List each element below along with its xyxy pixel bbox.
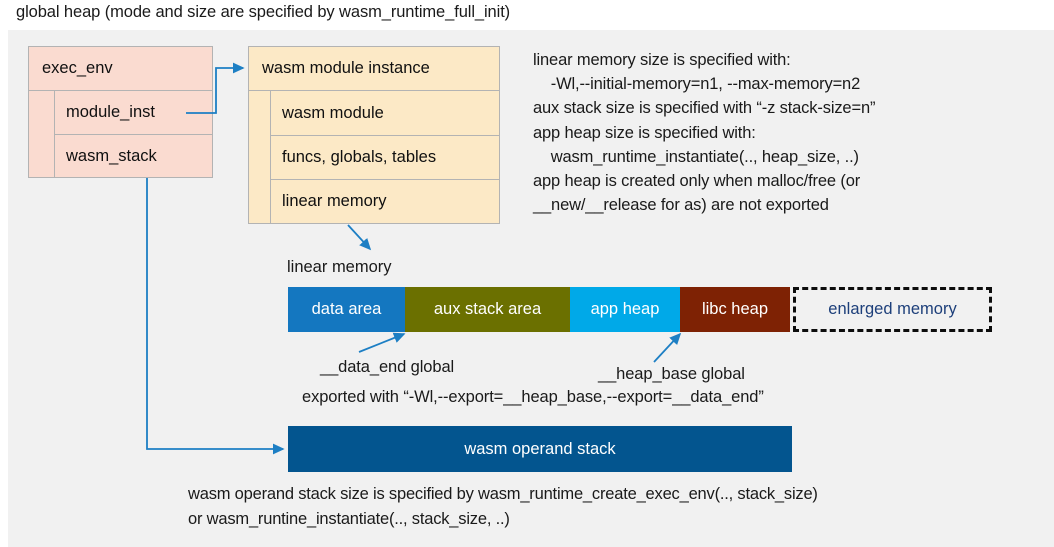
exec-env-box: exec_env module_inst wasm_stack (28, 46, 213, 178)
data-end-global-label: __data_end global (320, 358, 455, 376)
heap-base-global-label: __heap_base global (598, 365, 745, 383)
memory-segment-app-heap: app heap (570, 287, 680, 332)
exec-env-gutter (29, 91, 55, 177)
page-title: global heap (mode and size are specified… (16, 3, 511, 21)
exec-env-field-wasm-stack: wasm_stack (55, 134, 212, 177)
operand-stack-note: wasm operand stack size is specified by … (188, 485, 818, 528)
module-instance-gutter (249, 91, 271, 223)
wasm-operand-stack-bar: wasm operand stack (288, 426, 792, 472)
runtime-configuration-note: linear memory size is specified with: -W… (533, 51, 876, 215)
module-instance-body: wasm module funcs, globals, tables linea… (249, 91, 499, 223)
exec-env-body: module_inst wasm_stack (29, 91, 212, 177)
exec-env-field-module-inst: module_inst (66, 103, 155, 121)
exec-env-rows: module_inst wasm_stack (55, 91, 212, 177)
memory-segment-aux-stack-area: aux stack area (405, 287, 570, 332)
linear-memory-bar: data area aux stack area app heap libc h… (288, 287, 992, 332)
wasm-module-instance-box: wasm module instance wasm module funcs, … (248, 46, 500, 224)
export-flags-label: exported with “-Wl,--export=__heap_base,… (302, 388, 764, 406)
memory-segment-data-area: data area (288, 287, 405, 332)
exec-env-header: exec_env (29, 47, 212, 91)
module-instance-header: wasm module instance (249, 47, 499, 91)
module-instance-field-linear-memory: linear memory (271, 179, 499, 223)
module-instance-field-funcs-globals-tables: funcs, globals, tables (271, 135, 499, 179)
memory-segment-libc-heap: libc heap (680, 287, 790, 332)
module-instance-field-wasm-module: wasm module (282, 103, 384, 122)
memory-segment-enlarged-memory: enlarged memory (793, 287, 992, 332)
module-instance-rows: wasm module funcs, globals, tables linea… (271, 91, 499, 223)
linear-memory-caption: linear memory (287, 258, 392, 276)
